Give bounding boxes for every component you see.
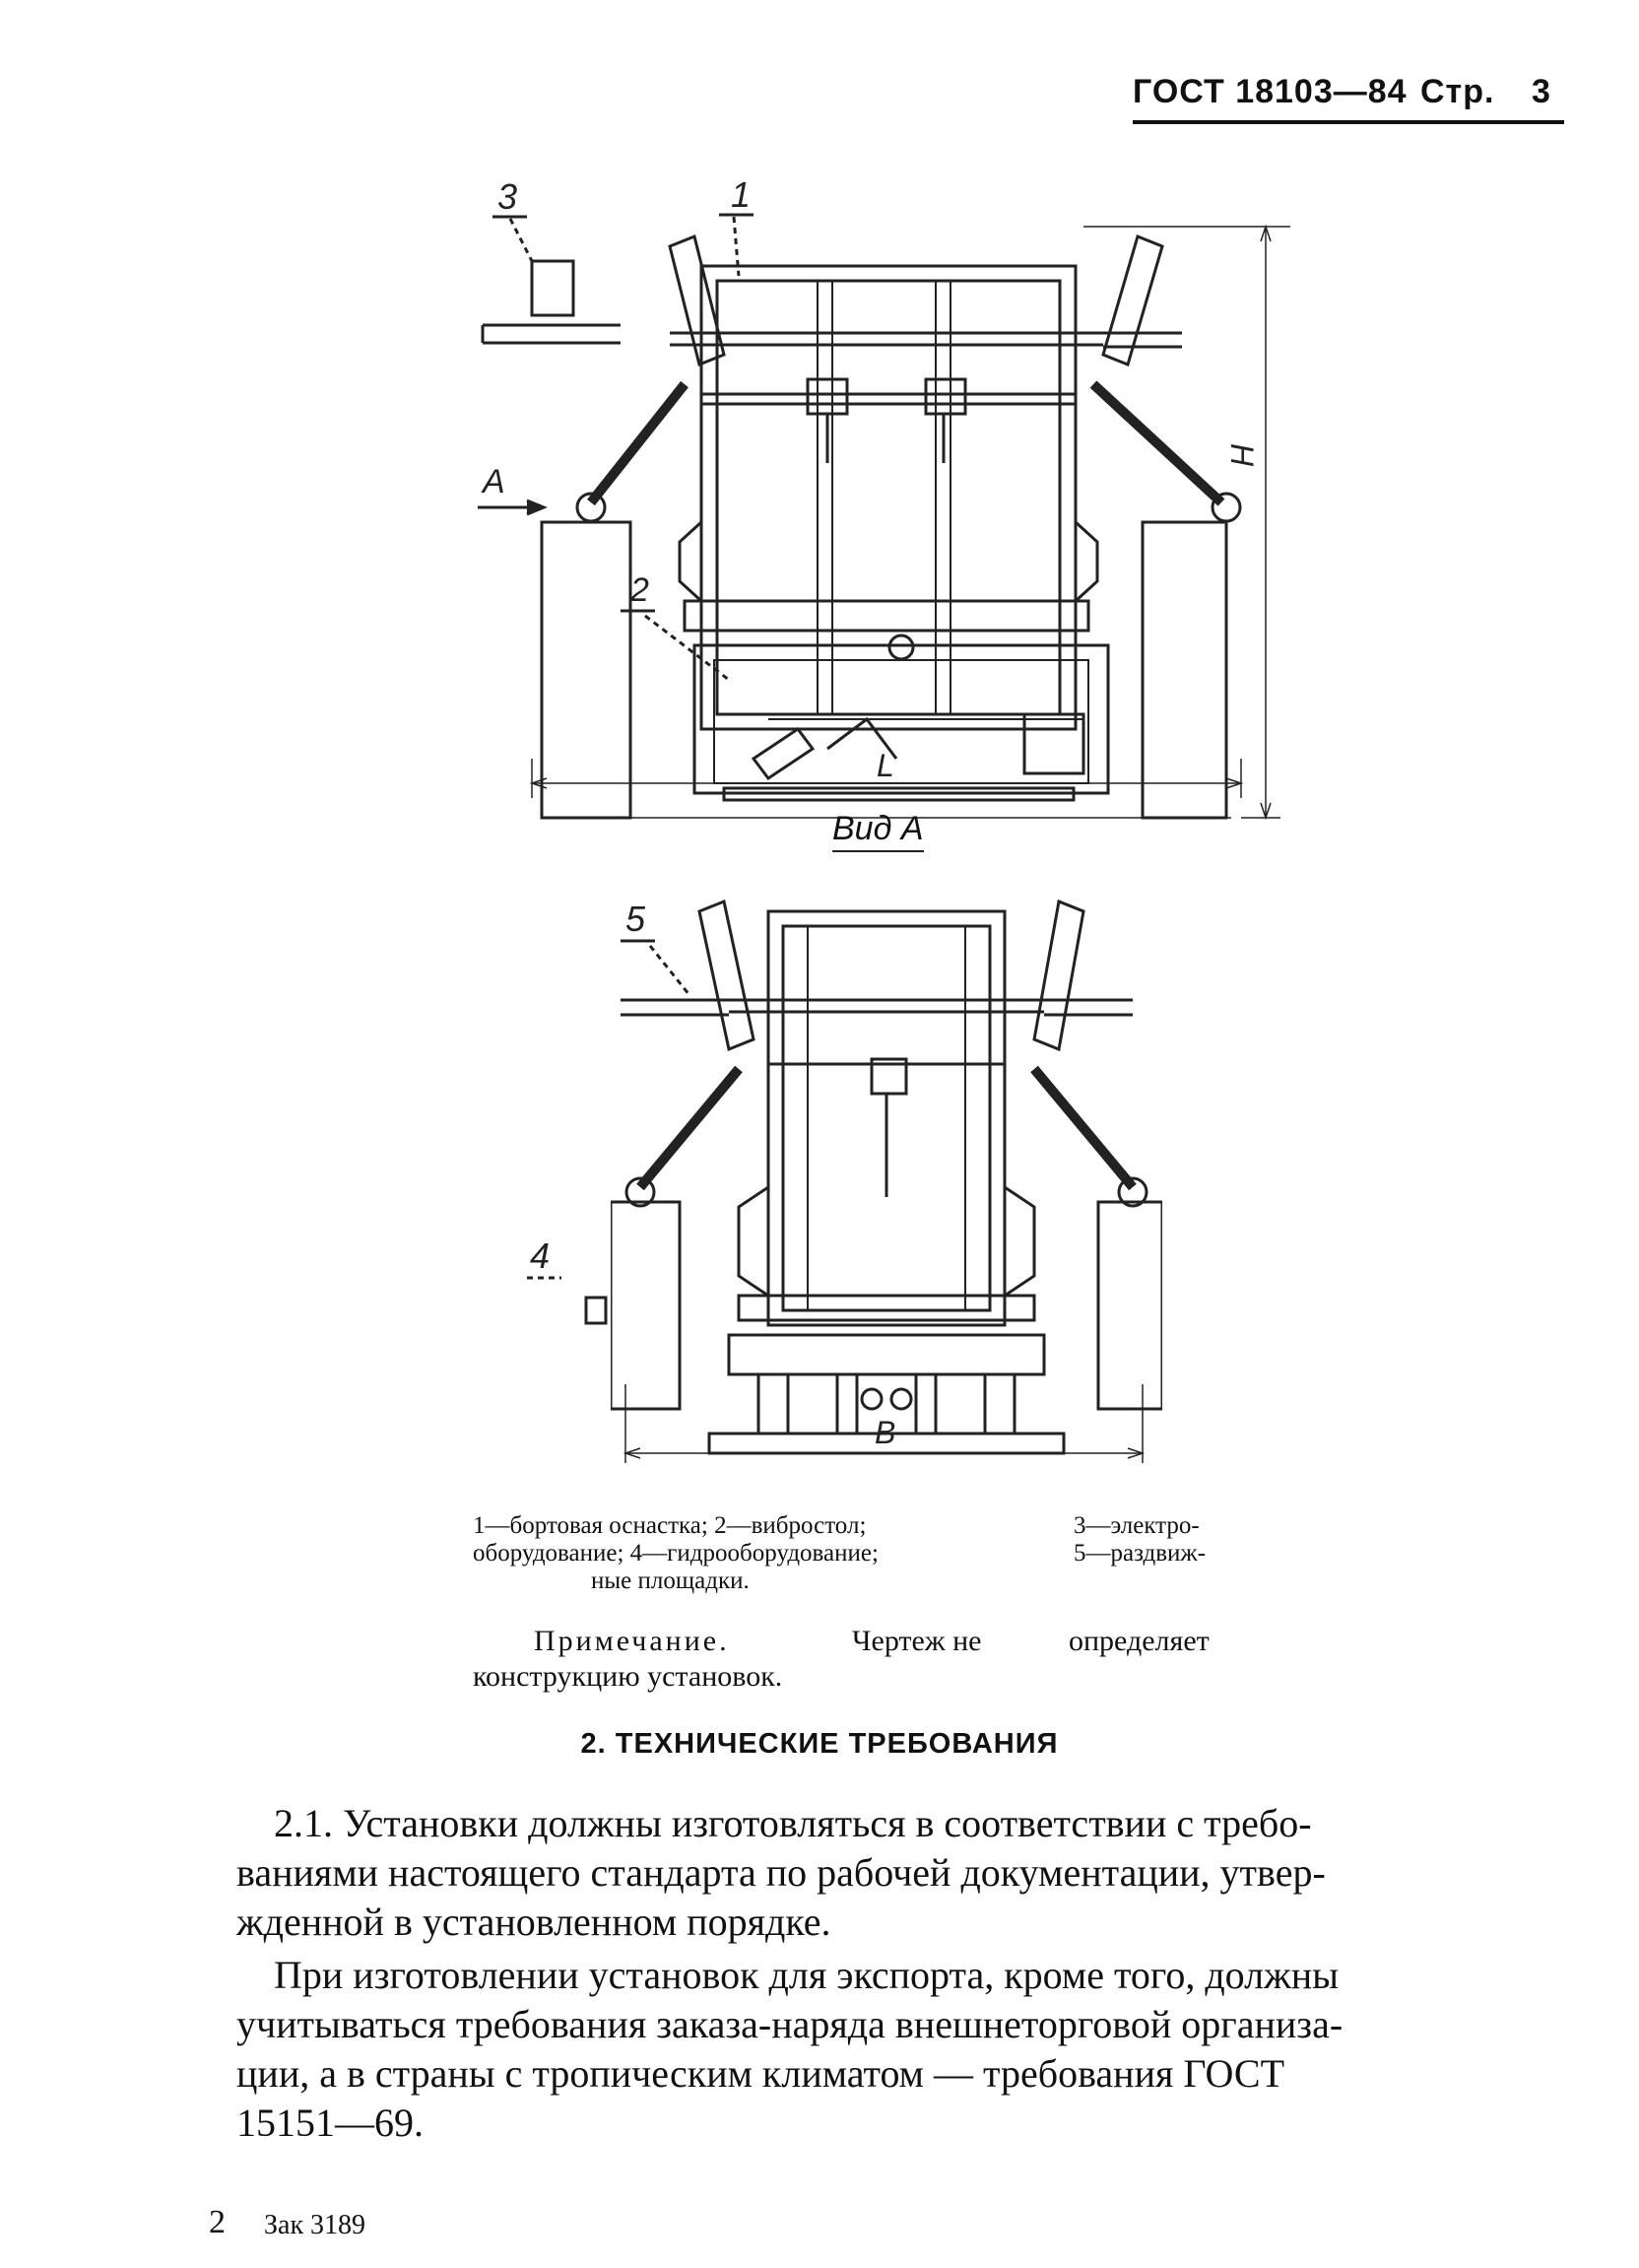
caption-line-3: ные площадки. <box>591 1568 750 1594</box>
view-arrow-label: A <box>481 463 505 500</box>
callout-3: 3 <box>497 176 517 217</box>
caption-line-2b: 5—раздвиж- <box>1074 1540 1207 1567</box>
side-view-drawing: 3 1 2 A H <box>478 174 1290 821</box>
caption-line-2a: оборудование; 4—гидрооборудование; <box>473 1540 879 1567</box>
callout-4: 4 <box>530 1236 550 1276</box>
para-line: учитываться требования заказа-наряда вне… <box>236 2002 1344 2046</box>
note-text-2: определяет <box>1069 1625 1210 1657</box>
footer-page: 2 <box>209 2204 226 2240</box>
caption-line-1b: 3—электро- <box>1074 1512 1200 1539</box>
para-line: ваниями настоящего стандарта по рабочей … <box>236 1850 1326 1895</box>
caption-line-1a: 1—бортовая оснастка; 2—вибростол; <box>473 1512 867 1539</box>
view-label: Вид А <box>832 810 924 852</box>
paragraph-2-1: 2.1. Установки должны изготовляться в со… <box>236 1799 1576 1947</box>
dimension-B: B <box>875 1415 895 1450</box>
callout-2: 2 <box>629 571 649 609</box>
callout-1: 1 <box>731 174 751 215</box>
dimension-H: H <box>1224 443 1260 467</box>
page-number: 3 <box>1532 73 1551 110</box>
standard-number: ГОСТ 18103—84 <box>1133 73 1408 110</box>
note-text-1: Чертеж не <box>852 1625 982 1657</box>
para-line: жденной в установленном порядке. <box>236 1900 831 1944</box>
figure-caption: 1—бортовая оснастка; 2—вибростол; 3—элек… <box>473 1512 1251 1601</box>
dimension-L: L <box>877 748 894 783</box>
note-text-3: конструкцию установок. <box>473 1660 783 1693</box>
section-title: 2. ТЕХНИЧЕСКИЕ ТРЕБОВАНИЯ <box>580 1728 1059 1760</box>
callout-5: 5 <box>625 899 646 939</box>
front-view-drawing: 5 B <box>611 899 1162 1463</box>
para-line: ции, а в страны с тропическим климатом —… <box>236 2051 1285 2096</box>
para-line: При изготовлении установок для экспорта,… <box>274 1953 1340 1997</box>
note-label: Примечание. <box>534 1625 730 1657</box>
para-line: 2.1. Установки должны изготовляться в со… <box>274 1801 1312 1845</box>
callout-4-drawing: 4 <box>527 1236 608 1325</box>
drawing-note: Примечание. Чертеж не определяет констру… <box>473 1624 1251 1702</box>
page-prefix: Стр. <box>1420 73 1495 110</box>
page-header: ГОСТ 18103—84 Стр. 3 <box>1133 69 1564 124</box>
para-line: 15151—69. <box>236 2101 424 2145</box>
footer-order: Зак 3189 <box>264 2210 366 2240</box>
paragraph-export: При изготовлении установок для экспорта,… <box>236 1951 1576 2148</box>
